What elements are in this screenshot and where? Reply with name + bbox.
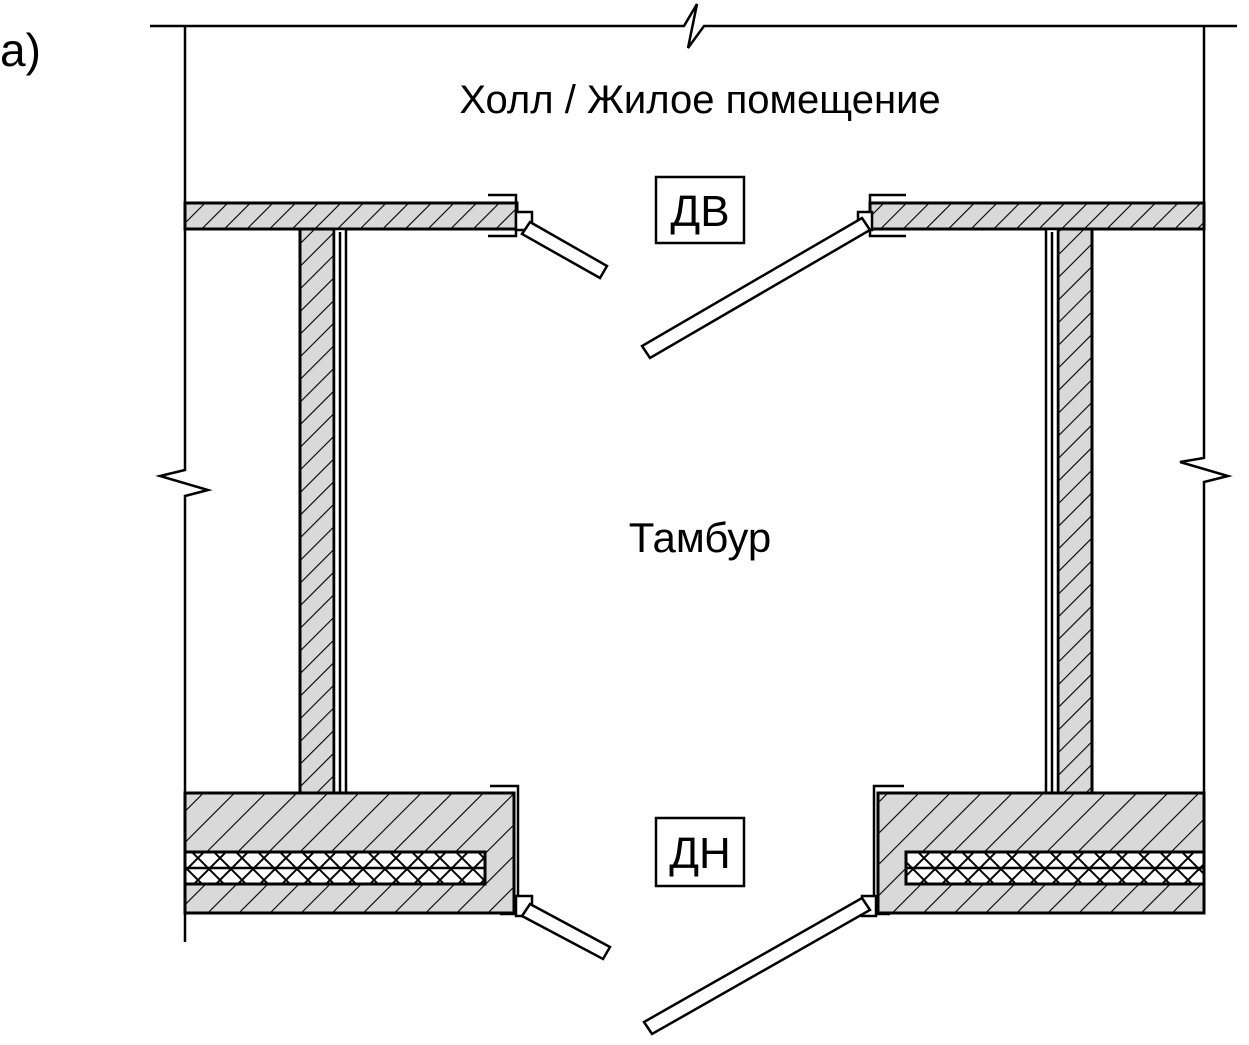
left-inner-door-leaf [520,220,609,280]
left-boundary-line [155,26,213,942]
left-partition-wall [298,227,336,796]
right-partition-wall [1056,227,1094,796]
left-top-wall [183,201,519,231]
right-boundary-line [1179,26,1233,800]
right-outer-door-leaf [642,896,872,1036]
right-outer-door-frame [872,784,904,916]
right-inner-door-leaf [640,216,872,360]
figure-label: а) [0,24,41,76]
inner-door-label: ДВ [670,187,729,236]
outer-door-label: ДН [669,829,731,878]
top-room-label: Холл / Жилое помещение [459,78,940,122]
inner-door-label-box [654,175,746,245]
left-outer-door-leaf [520,902,612,961]
vestibule-label: Тамбур [629,514,772,561]
right-top-wall [868,201,1206,231]
outer-door-label-box [654,816,746,888]
top-break-line [150,3,1237,49]
left-outer-door-frame [490,784,520,916]
